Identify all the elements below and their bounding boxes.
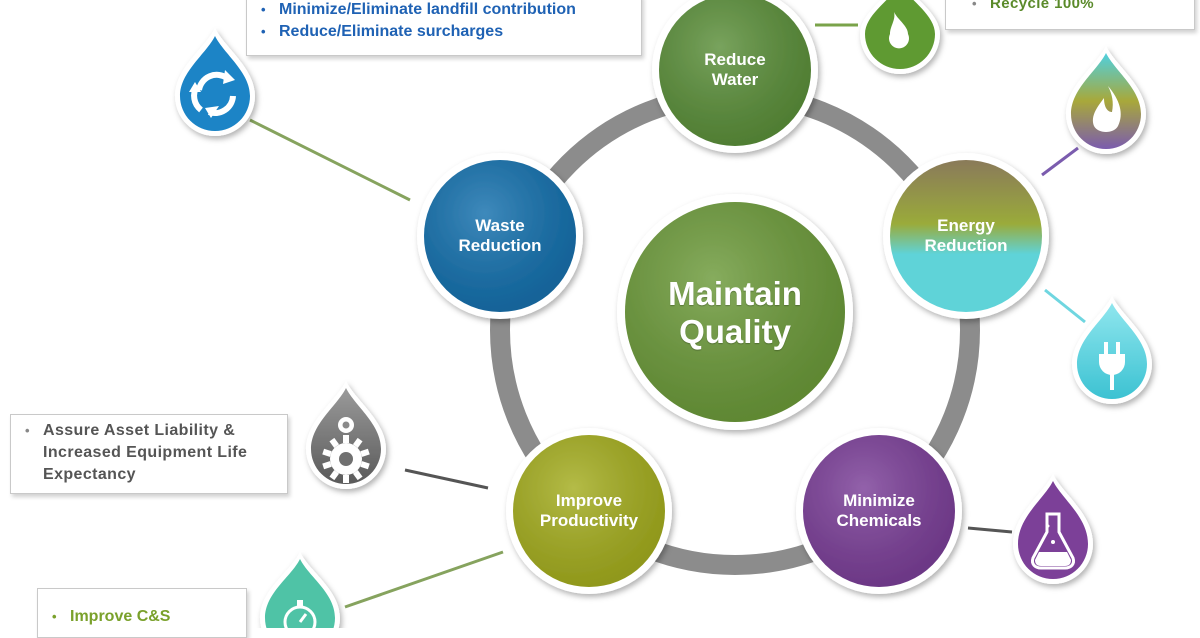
stopwatch-icon bbox=[260, 552, 340, 628]
node-reduce-water bbox=[652, 0, 818, 153]
callout-item: Recycle 100% bbox=[972, 0, 1182, 15]
callout-water-list: Recycle 100% bbox=[972, 0, 1182, 15]
connector-gear bbox=[404, 468, 489, 490]
gear-tooth bbox=[360, 448, 370, 457]
connector-waste bbox=[249, 118, 411, 202]
connector-lines bbox=[249, 23, 1086, 609]
node-waste-reduction bbox=[417, 153, 583, 319]
callout-item: Minimize/Eliminate landfill contribution bbox=[261, 0, 629, 21]
gear-tooth bbox=[343, 475, 349, 483]
connector-stopwatch bbox=[344, 550, 504, 609]
gear-tooth bbox=[329, 470, 340, 481]
callout-item: Assure Asset Liability & Increased Equip… bbox=[25, 420, 275, 486]
callout-productivity-list: Assure Asset Liability & Increased Equip… bbox=[25, 420, 275, 486]
node-energy-reduction bbox=[883, 153, 1049, 319]
node-improve-productivity bbox=[506, 428, 672, 594]
gear-icon bbox=[306, 381, 386, 489]
gear-tooth bbox=[343, 435, 349, 443]
connector-flame bbox=[1041, 146, 1079, 177]
gear-tooth bbox=[322, 461, 332, 470]
gear-tooth bbox=[352, 437, 363, 448]
callout-waste-list: Minimize/Eliminate landfill contribution… bbox=[261, 0, 629, 43]
node-minimize-chemicals bbox=[796, 428, 962, 594]
connector-flask bbox=[967, 526, 1013, 534]
plug-icon bbox=[1072, 296, 1152, 404]
callout-productivity: Assure Asset Liability & Increased Equip… bbox=[10, 414, 288, 494]
callout-water: Recycle 100% bbox=[945, 0, 1195, 30]
center-node bbox=[617, 194, 853, 430]
gear-tooth bbox=[322, 448, 332, 457]
connector-plug bbox=[1044, 288, 1086, 324]
gear-tooth bbox=[329, 437, 340, 448]
flask-icon bbox=[1013, 474, 1093, 584]
callout-item: Reduce/Eliminate surcharges bbox=[261, 21, 629, 43]
callout-item: Improve C&S bbox=[52, 606, 234, 628]
callout-bottom: Improve C&S bbox=[37, 588, 247, 638]
flame-icon bbox=[1066, 46, 1146, 154]
callout-waste: Minimize/Eliminate landfill contribution… bbox=[246, 0, 642, 56]
recycle-icon bbox=[175, 28, 255, 136]
water-drop-icon bbox=[860, 0, 940, 74]
gear-tooth bbox=[352, 470, 363, 481]
callout-bottom-list: Improve C&S bbox=[52, 606, 234, 628]
gear-tooth bbox=[360, 461, 370, 470]
